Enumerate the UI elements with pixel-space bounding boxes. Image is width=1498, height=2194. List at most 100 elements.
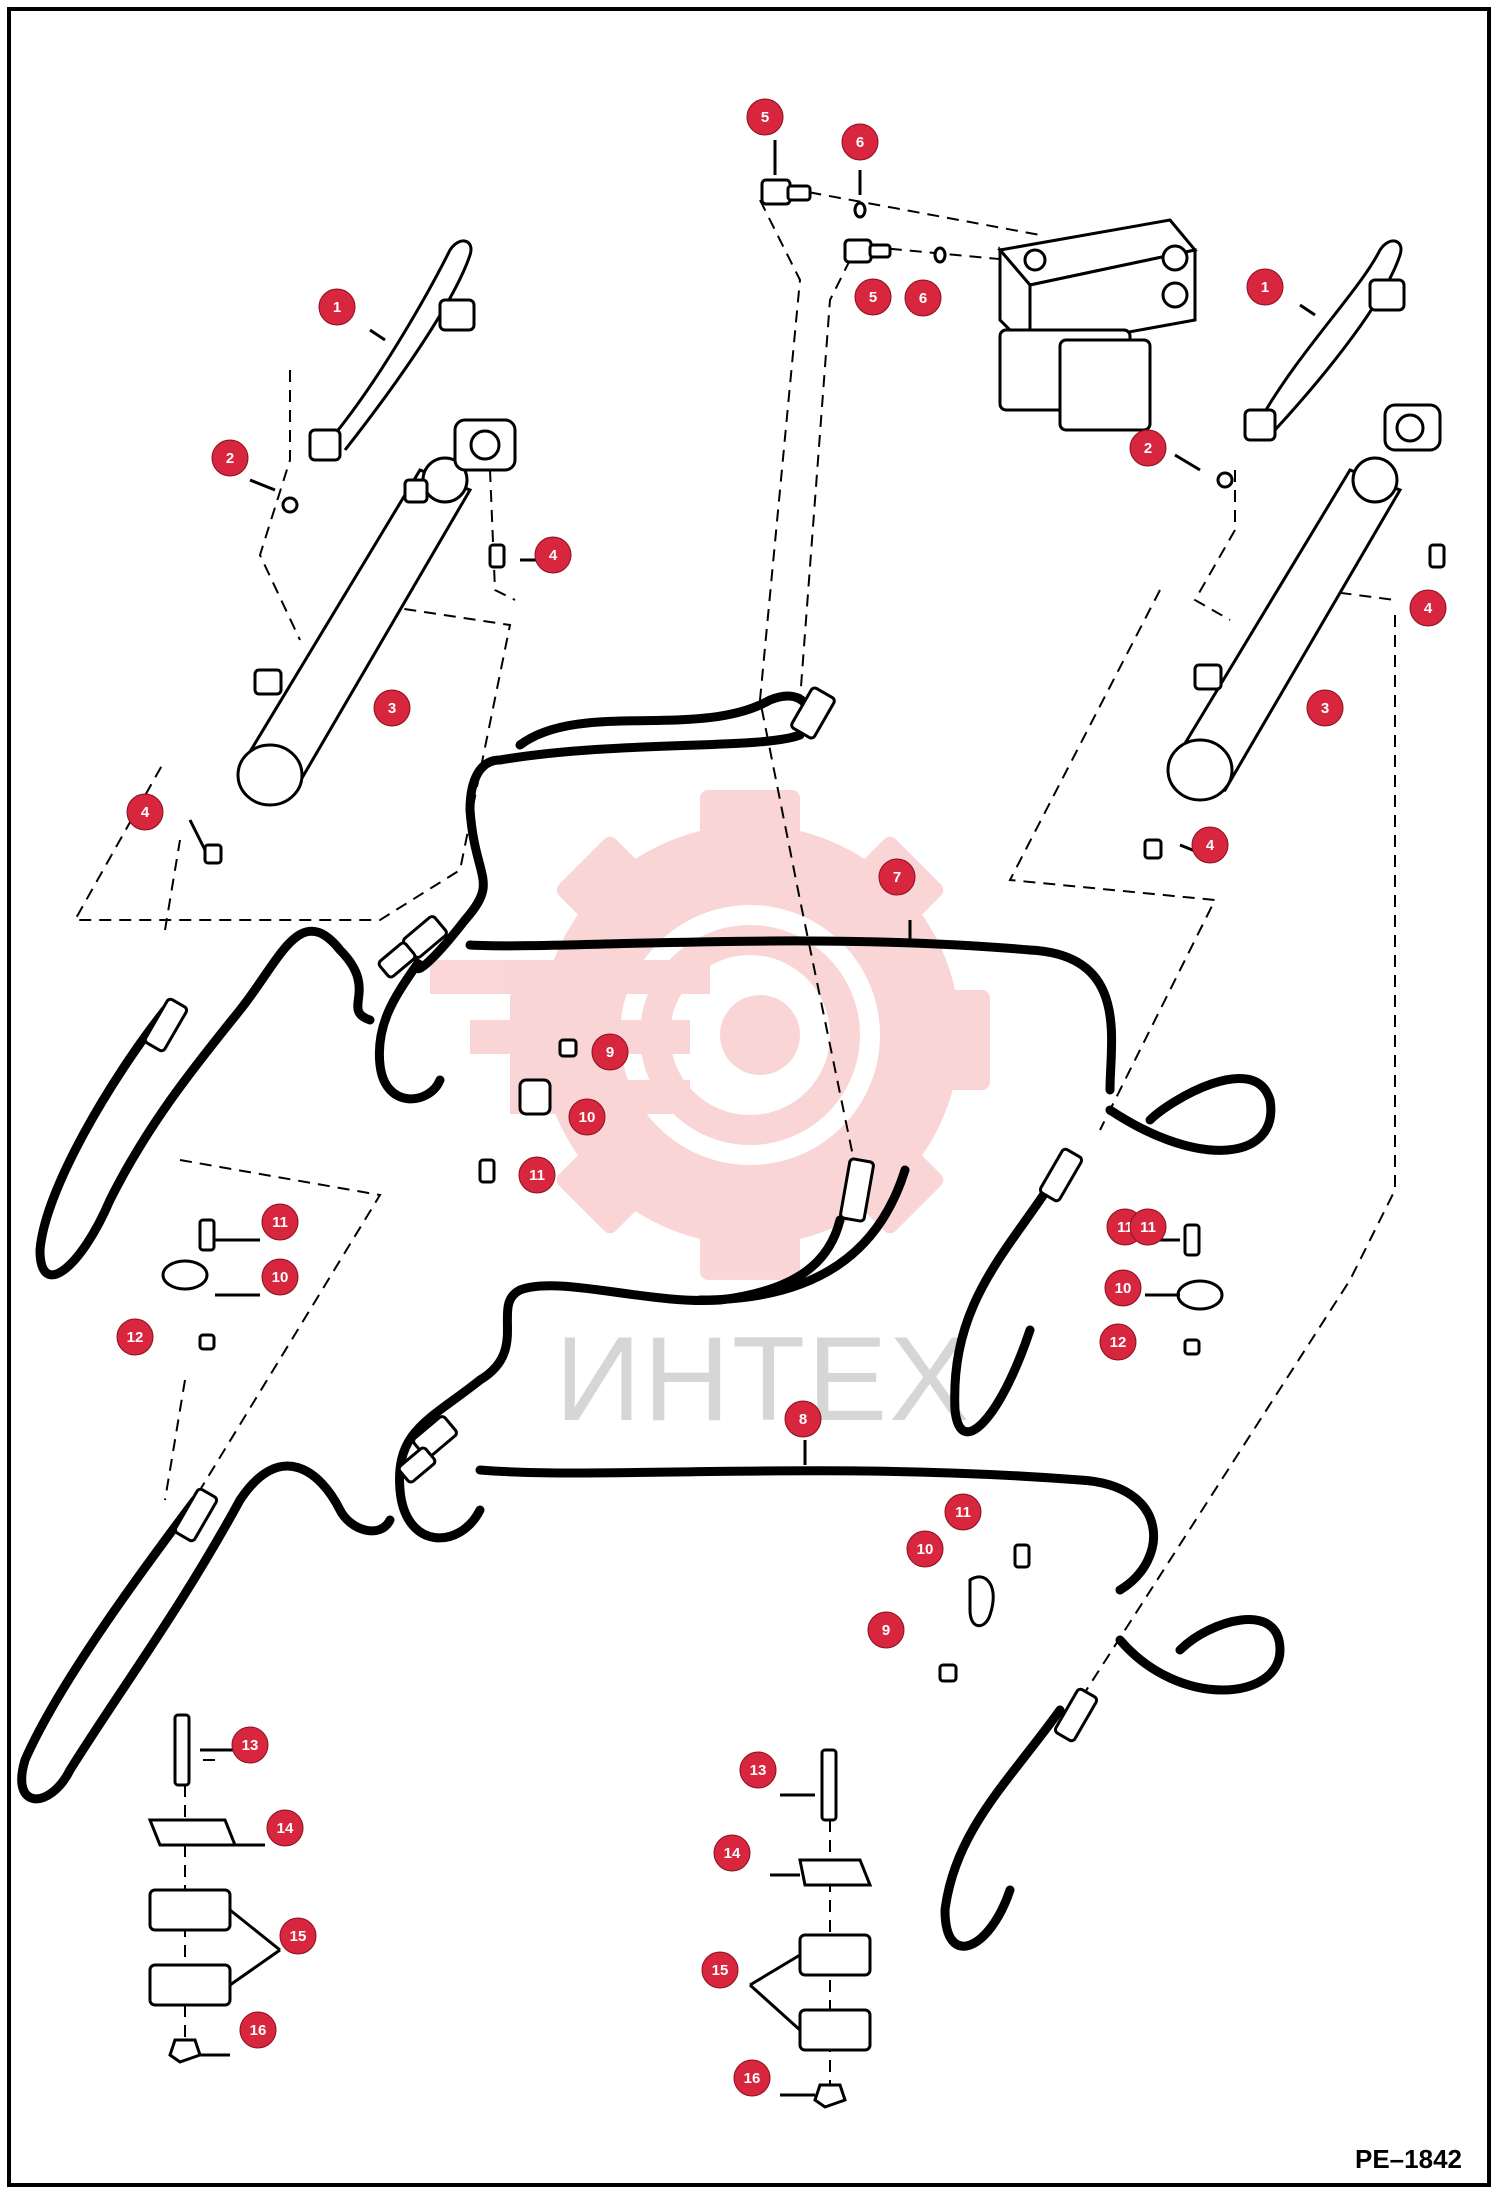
callout-label: 10 [1115, 1280, 1132, 1297]
callout-marker [534, 536, 572, 574]
callout-label: 10 [917, 1541, 934, 1558]
callout-label: 15 [712, 1962, 729, 1979]
callout-11: 11 [518, 1156, 556, 1194]
callout-label: 5 [869, 289, 877, 306]
callout-label: 12 [127, 1329, 144, 1346]
callout-marker [211, 439, 249, 477]
callout-marker [784, 1400, 822, 1438]
callout-label: 2 [226, 450, 234, 467]
callout-label: 7 [893, 869, 901, 886]
figure-code: PE–1842 [1355, 2144, 1462, 2174]
callout-marker [867, 1611, 905, 1649]
callout-13: 13 [739, 1751, 777, 1789]
callout-label: 9 [606, 1044, 614, 1061]
watermark-text: ИНТЕХ [555, 1312, 971, 1446]
callout-4: 4 [1409, 589, 1447, 627]
callout-marker [126, 793, 164, 831]
callout-marker [266, 1809, 304, 1847]
callout-label: 12 [1110, 1334, 1127, 1351]
callout-16: 16 [239, 2011, 277, 2049]
callout-label: 4 [141, 804, 150, 821]
callout-marker [1104, 1269, 1142, 1307]
callout-2: 2 [1129, 429, 1167, 467]
callout-11: 11 [261, 1203, 299, 1241]
callout-4: 4 [1191, 826, 1229, 864]
callout-5: 5 [854, 278, 892, 316]
callout-label: 3 [388, 700, 396, 717]
callout-label: 14 [277, 1820, 294, 1837]
callout-6: 6 [841, 123, 879, 161]
callout-marker [1129, 1208, 1167, 1246]
callout-marker [568, 1098, 606, 1136]
callout-marker [701, 1951, 739, 1989]
callout-label: 6 [919, 290, 927, 307]
right-cylinder [1143, 239, 1446, 860]
callout-marker [1099, 1323, 1137, 1361]
callout-marker [906, 1530, 944, 1568]
callout-marker [1129, 429, 1167, 467]
callout-marker [944, 1493, 982, 1531]
callout-marker [746, 98, 784, 136]
callout-label: 1 [1261, 279, 1269, 296]
callout-3: 3 [373, 689, 411, 727]
callout-leaders [188, 140, 1437, 2097]
callout-label: 16 [250, 2022, 267, 2039]
callout-14: 14 [266, 1809, 304, 1847]
callout-8: 8 [784, 1400, 822, 1438]
callout-label: 5 [761, 109, 769, 126]
callout-9: 9 [867, 1611, 905, 1649]
callout-13: 13 [231, 1726, 269, 1764]
callout-label: 3 [1321, 700, 1329, 717]
callout-marker [116, 1318, 154, 1356]
callout-1: 1 [1246, 268, 1284, 306]
callout-marker [878, 858, 916, 896]
callout-10: 10 [261, 1258, 299, 1296]
callout-label: 1 [333, 299, 341, 316]
callout-marker [1246, 268, 1284, 306]
callout-label: 8 [799, 1411, 807, 1428]
callout-marker [1306, 689, 1344, 727]
callout-2: 2 [211, 439, 249, 477]
callout-label: 6 [856, 134, 864, 151]
callout-15: 15 [279, 1917, 317, 1955]
callout-7: 7 [878, 858, 916, 896]
callout-label: 4 [1424, 600, 1433, 617]
callout-label: 16 [744, 2070, 761, 2087]
callout-label: 4 [549, 547, 558, 564]
callout-marker [733, 2059, 771, 2097]
callout-marker [279, 1917, 317, 1955]
valve-fittings [760, 178, 947, 264]
callout-label: 15 [290, 1928, 307, 1945]
callout-marker [854, 278, 892, 316]
callout-marker [231, 1726, 269, 1764]
callout-marker [261, 1203, 299, 1241]
callout-label: 13 [242, 1737, 259, 1754]
callout-label: 11 [955, 1504, 971, 1521]
callout-11: 11 [944, 1493, 982, 1531]
callout-label: 10 [579, 1109, 596, 1126]
callout-4: 4 [126, 793, 164, 831]
callout-12: 12 [116, 1318, 154, 1356]
callout-label: 10 [272, 1269, 289, 1286]
callout-1: 1 [318, 288, 356, 326]
callout-marker [1191, 826, 1229, 864]
left-cylinder [203, 239, 517, 865]
hose-7 [374, 730, 805, 1104]
callout-label: 11 [529, 1167, 545, 1184]
control-valve [997, 218, 1198, 432]
diagram-border [7, 7, 1491, 2187]
callout-marker [318, 288, 356, 326]
hose-fittings [143, 686, 1099, 1743]
callout-label: 2 [1144, 440, 1152, 457]
callout-label: 11 [1140, 1219, 1156, 1236]
callout-label: 9 [882, 1622, 890, 1639]
callout-label: 13 [750, 1762, 767, 1779]
callout-15: 15 [701, 1951, 739, 1989]
callout-marker [739, 1751, 777, 1789]
callout-marker [904, 279, 942, 317]
callout-marker [713, 1834, 751, 1872]
callout-label: 11 [272, 1214, 288, 1231]
callout-10: 10 [906, 1530, 944, 1568]
callout-5: 5 [746, 98, 784, 136]
